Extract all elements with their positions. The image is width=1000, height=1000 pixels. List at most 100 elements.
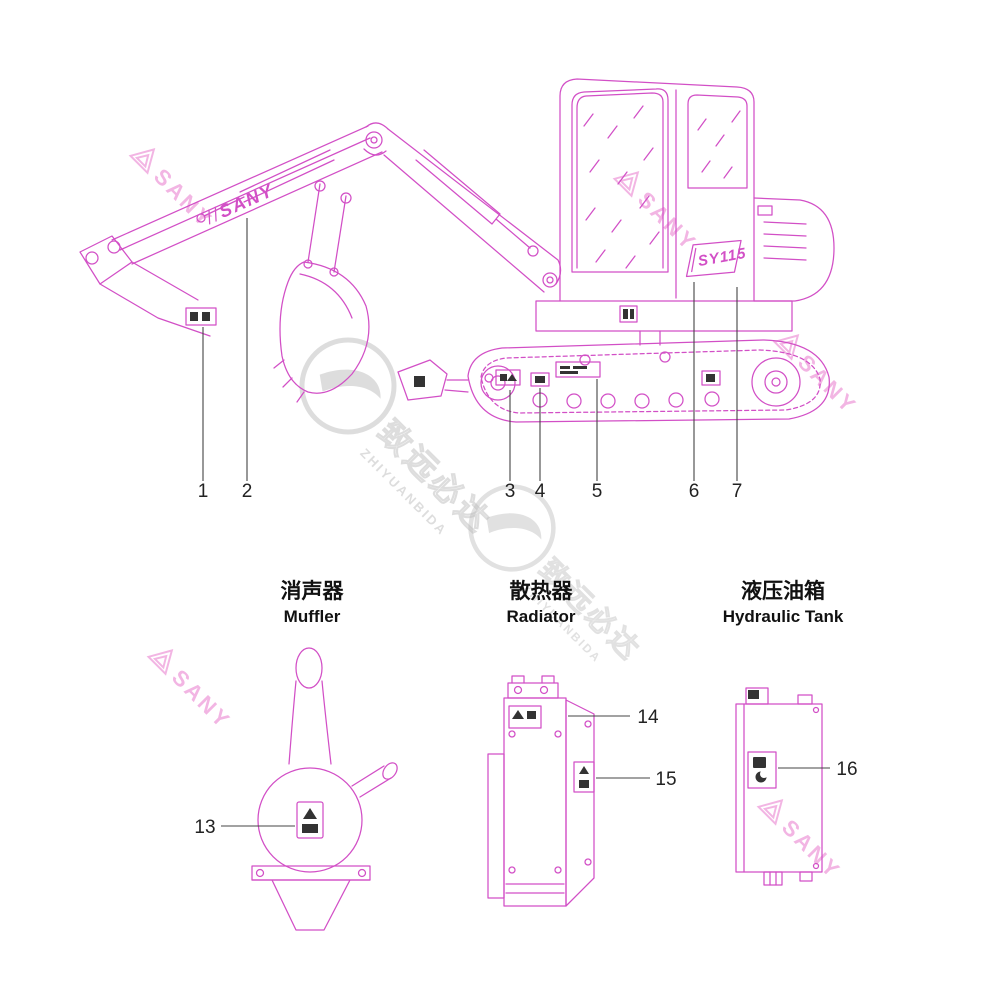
decal-glyph [500, 374, 507, 381]
callout-3-number: 3 [505, 481, 516, 502]
radiator-top-bracket [507, 682, 559, 699]
sany-watermark-text: SANY [167, 665, 236, 734]
callout-5-number: 5 [592, 481, 603, 502]
flange-bolt [357, 868, 367, 878]
watermark-sany-5: SANY [756, 799, 846, 884]
seal-ring-icon [468, 484, 556, 572]
pin-circle [85, 251, 99, 265]
arm-cylinder [203, 149, 335, 217]
boom-left-segment [111, 125, 383, 265]
muffler-drawing [251, 647, 398, 931]
sany-triangle-icon [612, 171, 640, 198]
callout-6-number: 6 [689, 481, 700, 502]
sprocket-wheel [751, 357, 801, 407]
road-wheel [600, 393, 616, 409]
bucket-outline [279, 261, 370, 394]
road-wheel [704, 391, 720, 407]
window-hatch-marks [697, 110, 741, 179]
warning-decal-3 [495, 369, 521, 386]
tank-bolt [812, 706, 820, 714]
decal-glyph [560, 371, 578, 374]
sany-triangle-icon [756, 799, 784, 826]
flange-bolt [255, 868, 265, 878]
idler-wheel [480, 365, 516, 401]
road-wheel [566, 393, 582, 409]
cab-decal-frame [685, 239, 742, 278]
panel-bolt [554, 730, 562, 738]
panel-bolt [584, 858, 592, 866]
boom-decal-text: SANY [216, 180, 277, 222]
radiator-warning-decal-top [508, 705, 542, 729]
warning-triangle-icon [579, 766, 589, 774]
radiator-warning-decal-side [573, 761, 595, 793]
callout-1: 1 [198, 327, 208, 502]
decal-glyph [302, 824, 318, 833]
drain-port-lines [769, 871, 777, 886]
callout-5: 5 [592, 379, 603, 502]
callout-3: 3 [505, 390, 516, 502]
seal-swoosh-icon [319, 369, 381, 399]
tank-drain-port [763, 871, 783, 886]
boom-end-bracket [79, 235, 133, 285]
hydraulic-tank-title-en: Hydraulic Tank [723, 607, 844, 626]
excavator-drawing: SANY SY115 [79, 78, 835, 423]
top-roller [659, 351, 671, 363]
warning-triangle-icon [507, 374, 517, 381]
muffler-flange [251, 865, 371, 881]
tank-filler-cap [745, 687, 769, 705]
radiator-title-zh: 散热器 [510, 579, 574, 603]
boom-lower-chord [99, 261, 211, 337]
callout-13-number: 13 [194, 817, 215, 838]
decal-glyph [560, 366, 570, 369]
cab-rear-window [687, 94, 748, 189]
warning-triangle-icon [512, 710, 524, 719]
muffler-inlet-pipe-top [295, 647, 323, 689]
road-wheel [634, 393, 650, 409]
grille-lines [763, 221, 807, 261]
cylinder-rod-end [196, 213, 206, 223]
sprocket-wheel-inner [764, 370, 788, 394]
pin-circle [107, 240, 121, 254]
decal-glyph [535, 376, 545, 383]
boom-cylinder [415, 149, 531, 249]
pin-circle [329, 267, 339, 277]
tank-foot [799, 871, 813, 882]
panel-bolt [508, 866, 516, 874]
decal-glyph [190, 312, 198, 321]
bracket-hole [539, 685, 549, 695]
pin-circle [314, 180, 326, 192]
panel-bolt [554, 866, 562, 874]
window-hatch-marks [583, 105, 660, 269]
hydraulic-tank-title-zh: 液压油箱 [741, 579, 825, 603]
cab-decal-text: SY115 [697, 245, 748, 270]
callout-13: 13 [194, 817, 295, 838]
bucket-linkage [307, 183, 347, 273]
radiator-drawing [487, 675, 595, 907]
seal-swoosh-icon [486, 513, 542, 540]
callout-16: 16 [778, 759, 858, 780]
cab-front-window-inner [576, 92, 664, 269]
radiator-title-en: Radiator [507, 607, 576, 626]
pin-circle [340, 192, 352, 204]
radiator-core [503, 697, 567, 907]
warning-decal-7 [701, 370, 721, 386]
hood-detail [757, 205, 773, 216]
boom-apex-cap [363, 122, 389, 156]
radiator-fin-lines [505, 883, 565, 894]
cylinder-rod-end [527, 245, 539, 257]
warning-decal-4 [530, 372, 550, 387]
radiator-left-strip [487, 753, 505, 899]
callout-6: 6 [689, 282, 700, 502]
tank-warning-decal [747, 751, 777, 789]
sprocket-hub [771, 377, 781, 387]
boom-apex-pin-inner [370, 136, 378, 144]
callout-2: 2 [242, 218, 252, 502]
track-step-part [397, 359, 469, 401]
boom-foot-pin-inner [546, 276, 554, 284]
callout-16-number: 16 [836, 759, 857, 780]
callout-7: 7 [732, 287, 742, 502]
callout-15: 15 [596, 769, 677, 790]
cab-front-window [571, 88, 669, 273]
seal-ring-icon [299, 337, 397, 435]
